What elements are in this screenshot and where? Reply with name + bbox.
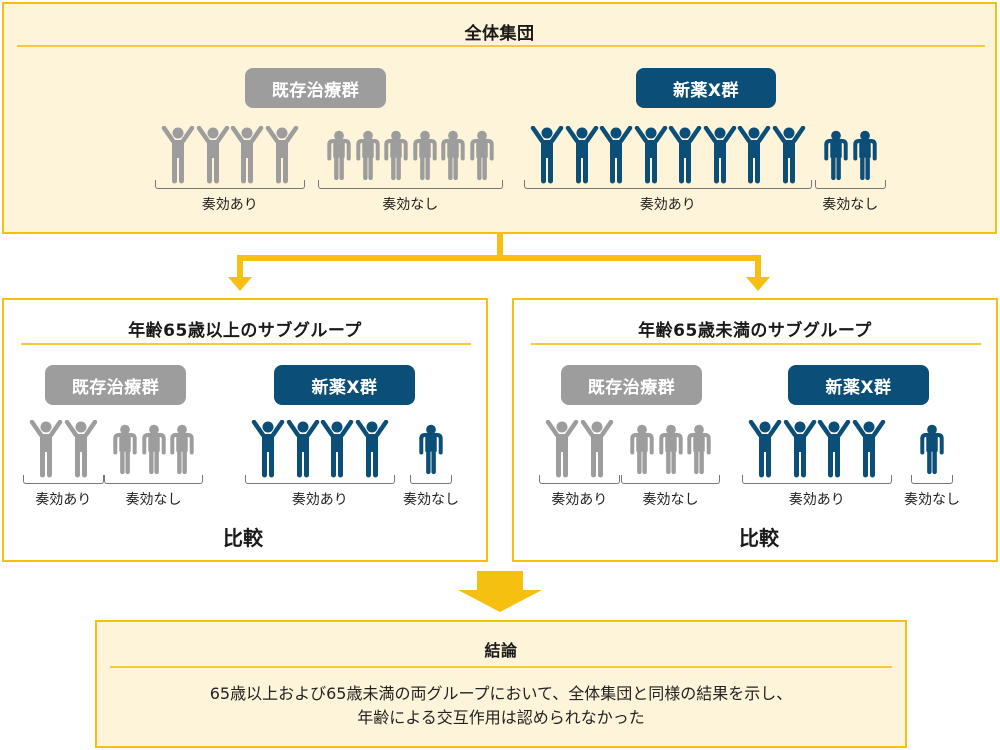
arrow-down-icon [746, 277, 770, 291]
response-label: 奏効あり [291, 492, 348, 508]
subgroup-65-and-over-panel: 年齢65歳以上のサブグループ 既存治療群 新薬X群 奏効あり [2, 298, 488, 562]
response-label: 奏効なし [125, 492, 182, 508]
person-arms-raised-icon [29, 420, 63, 478]
split-connector [228, 233, 770, 291]
response-label: 奏効なし [904, 492, 960, 508]
subgroup-title: 年齢65歳以上のサブグループ [128, 321, 362, 341]
group-bracket [318, 180, 503, 189]
person-arms-raised-icon [196, 126, 230, 184]
arrow-down-icon [228, 277, 252, 291]
title-divider [110, 666, 892, 668]
person-arms-raised-icon [355, 420, 389, 478]
title-divider [17, 45, 985, 47]
response-label: 奏効なし [642, 492, 699, 508]
person-arms-raised-icon [545, 420, 579, 478]
response-label: 奏効あり [35, 492, 92, 508]
person-arms-raised-icon [530, 126, 564, 184]
person-arms-raised-icon [772, 126, 806, 184]
big-arrow-down-icon [458, 571, 542, 612]
subgroup-under-65-panel: 年齢65歳未満のサブグループ 既存治療群 新薬X群 奏効あり [512, 298, 998, 562]
control-group-badge: 既存治療群 [45, 365, 186, 405]
group-bracket [621, 475, 720, 484]
person-standing-icon [656, 420, 686, 478]
group-bracket [410, 475, 452, 484]
person-standing-icon [917, 420, 947, 478]
person-standing-icon [410, 126, 440, 184]
treatment-group-badge: 新薬X群 [274, 365, 415, 405]
response-label: 奏効なし [403, 492, 459, 508]
conclusion-title: 結論 [484, 641, 518, 660]
person-arms-raised-icon [565, 126, 599, 184]
subgroup-title: 年齢65歳未満のサブグループ [638, 321, 872, 341]
person-standing-icon [627, 420, 657, 478]
conclusion-text-line1: 65歳以上および65歳未満の両グループにおいて、全体集団と同様の結果を示し、 [209, 684, 793, 703]
person-arms-raised-icon [737, 126, 771, 184]
person-arms-raised-icon [599, 126, 633, 184]
response-label: 奏効なし [822, 197, 879, 213]
person-arms-raised-icon [320, 420, 354, 478]
group-bracket [104, 475, 203, 484]
person-arms-raised-icon [265, 126, 299, 184]
group-bracket [911, 475, 953, 484]
person-standing-icon [850, 126, 880, 184]
person-standing-icon [381, 126, 411, 184]
group-bracket [742, 475, 892, 484]
person-standing-icon [438, 126, 468, 184]
person-arms-raised-icon [748, 420, 782, 478]
person-standing-icon [353, 126, 383, 184]
group-bracket [155, 180, 305, 189]
person-standing-icon [324, 126, 354, 184]
title-divider [531, 343, 981, 345]
person-standing-icon [467, 126, 497, 184]
group-bracket [23, 475, 104, 484]
compare-label: 比較 [739, 526, 779, 550]
group-bracket [245, 475, 395, 484]
person-standing-icon [167, 420, 197, 478]
response-label: 奏効あり [201, 197, 258, 213]
person-arms-raised-icon [817, 420, 851, 478]
person-standing-icon [684, 420, 714, 478]
group-bracket [539, 475, 620, 484]
person-arms-raised-icon [64, 420, 98, 478]
person-arms-raised-icon [251, 420, 285, 478]
person-arms-raised-icon [703, 126, 737, 184]
response-label: 奏効なし [382, 197, 439, 213]
person-standing-icon [416, 420, 446, 478]
control-group-badge: 既存治療群 [561, 365, 702, 405]
person-standing-icon [821, 126, 851, 184]
person-arms-raised-icon [286, 420, 320, 478]
person-arms-raised-icon [580, 420, 614, 478]
overall-title: 全体集団 [464, 24, 535, 44]
response-label: 奏効あり [788, 492, 845, 508]
control-group-badge: 既存治療群 [245, 68, 386, 108]
person-arms-raised-icon [783, 420, 817, 478]
person-arms-raised-icon [161, 126, 195, 184]
treatment-group-badge: 新薬X群 [788, 365, 929, 405]
treatment-group-badge: 新薬X群 [636, 68, 776, 108]
person-arms-raised-icon [230, 126, 264, 184]
person-arms-raised-icon [852, 420, 886, 478]
person-standing-icon [110, 420, 140, 478]
person-standing-icon [139, 420, 169, 478]
response-label: 奏効あり [551, 492, 608, 508]
compare-label: 比較 [223, 526, 263, 550]
conclusion-text-line2: 年齢による交互作用は認められなかった [357, 708, 645, 727]
person-arms-raised-icon [668, 126, 702, 184]
title-divider [21, 343, 471, 345]
group-bracket [815, 180, 886, 189]
overall-population-panel: 全体集団 既存治療群 新薬X群 [2, 2, 997, 234]
group-bracket [524, 180, 812, 189]
response-label: 奏効あり [639, 197, 696, 213]
person-arms-raised-icon [634, 126, 668, 184]
conclusion-panel: 結論 65歳以上および65歳未満の両グループにおいて、全体集団と同様の結果を示し… [95, 620, 907, 748]
